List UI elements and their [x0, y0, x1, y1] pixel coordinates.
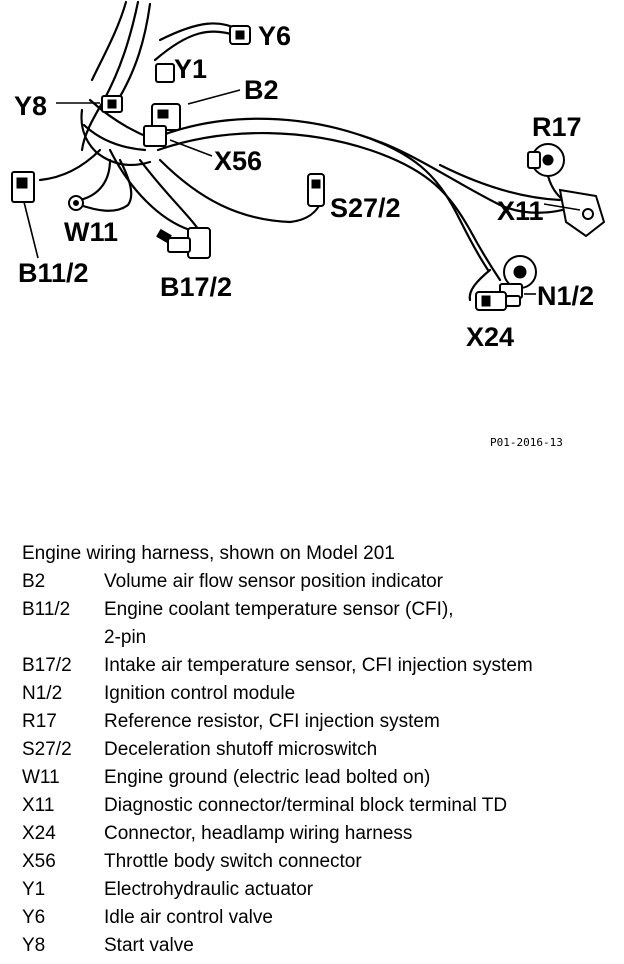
legend-item-description: Diagnostic connector/terminal block term… [104, 795, 508, 816]
legend-item-description: Deceleration shutoff microswitch [104, 739, 378, 760]
legend-item-code: Y6 [22, 907, 46, 928]
label-x11: X11 [497, 196, 544, 226]
label-y1: Y1 [174, 54, 207, 84]
r17-reference-resistor [527, 143, 574, 207]
leader-lines [23, 89, 581, 295]
legend-item-code: X56 [22, 851, 56, 872]
legend-item-description: Start valve [104, 935, 194, 956]
legend-item: N1/2 Ignition control module [22, 680, 618, 708]
legend-item: B11/2 Engine coolant temperature sensor (… [22, 596, 618, 624]
y8-start-valve [101, 95, 123, 113]
legend-item: R17 Reference resistor, CFI injection sys… [22, 708, 618, 736]
figure-reference: P01-2016-13 [490, 436, 563, 449]
legend-item-description: Volume air flow sensor position indicato… [104, 571, 444, 592]
label-r17: R17 [532, 112, 582, 142]
legend-item-code: W11 [22, 767, 60, 788]
legend-item: S27/2 Deceleration shutoff microswitch [22, 736, 618, 764]
label-w11: W11 [64, 217, 118, 247]
legend-item-code: B2 [22, 571, 46, 592]
label-x56: X56 [214, 146, 262, 176]
y6-idle-air-valve [229, 25, 251, 45]
label-b11-2: B11/2 [18, 258, 89, 288]
legend-item-description: Connector, headlamp wiring harness [104, 823, 413, 844]
wiring-harness-diagram: Y6 Y1 B2 Y8 X56 R17 S27/2 X11 W11 B11/2 … [11, 0, 606, 449]
harness-left-branches [38, 148, 133, 212]
legend-item: X56 Throttle body switch connector [22, 848, 618, 876]
label-x24: X24 [466, 322, 514, 352]
legend-title: Engine wiring harness, shown on Model 20… [22, 543, 395, 564]
legend-item: B17/2 Intake air temperature sensor, CFI … [22, 652, 618, 680]
b11-2-coolant-sensor [11, 171, 35, 203]
legend-item: Y8 Start valve [22, 932, 618, 960]
label-b17-2: B17/2 [160, 272, 232, 302]
legend-item-description: Electrohydraulic actuator [104, 879, 314, 900]
legend-item-description: Engine ground (electric lead bolted on) [104, 767, 431, 788]
x11-diagnostic-connector [558, 188, 606, 238]
label-s27-2: S27/2 [330, 193, 401, 223]
legend-item-description: 2-pin [104, 627, 147, 648]
n1-2-ignition-module [499, 255, 537, 299]
legend-item: X11 Diagnostic connector/terminal block t… [22, 792, 618, 820]
legend-item-code: B17/2 [22, 655, 72, 676]
legend-item-description: Engine coolant temperature sensor (CFI), [104, 599, 454, 620]
legend-item-code: N1/2 [22, 683, 63, 704]
legend-list: B2 Volume air flow sensor position indica… [22, 568, 618, 960]
legend-item-code: X24 [22, 823, 56, 844]
legend-item: B2 Volume air flow sensor position indica… [22, 568, 618, 596]
legend-item-code: Y1 [22, 879, 46, 900]
y1-actuator [155, 63, 175, 83]
legend-item-code: S27/2 [22, 739, 72, 760]
legend-item: Y1 Electrohydraulic actuator [22, 876, 618, 904]
legend-item-description: Intake air temperature sensor, CFI injec… [104, 655, 533, 676]
legend-item: Y6 Idle air control valve [22, 904, 618, 932]
label-b2: B2 [244, 75, 279, 105]
label-n1-2: N1/2 [537, 281, 594, 311]
b17-2-intake-air-sensor [156, 227, 211, 259]
legend-item: W11 Engine ground (electric lead bolted o… [22, 764, 618, 792]
legend-item-description: Ignition control module [104, 683, 296, 704]
legend-item-code: Y8 [22, 935, 46, 956]
legend-item-code: X11 [22, 795, 55, 816]
legend-item-code [22, 624, 104, 652]
legend-item: X24 Connector, headlamp wiring harness [22, 820, 618, 848]
legend-item-description: Throttle body switch connector [104, 851, 362, 872]
b2-position-indicator-connector [143, 103, 181, 147]
legend-item: 2-pin [22, 624, 618, 652]
label-y6: Y6 [258, 21, 291, 51]
legend-item-description: Reference resistor, CFI injection system [104, 711, 440, 732]
legend-item-code: B11/2 [22, 599, 71, 620]
s27-2-microswitch [307, 173, 325, 207]
w11-ground-terminal [68, 195, 84, 211]
legend-item-description: Idle air control valve [104, 907, 273, 928]
label-y8: Y8 [14, 91, 47, 121]
legend: Engine wiring harness, shown on Model 20… [22, 540, 618, 960]
x24-headlamp-connector [475, 291, 521, 311]
harness-right-branch [148, 117, 582, 302]
legend-item-code: R17 [22, 711, 57, 732]
